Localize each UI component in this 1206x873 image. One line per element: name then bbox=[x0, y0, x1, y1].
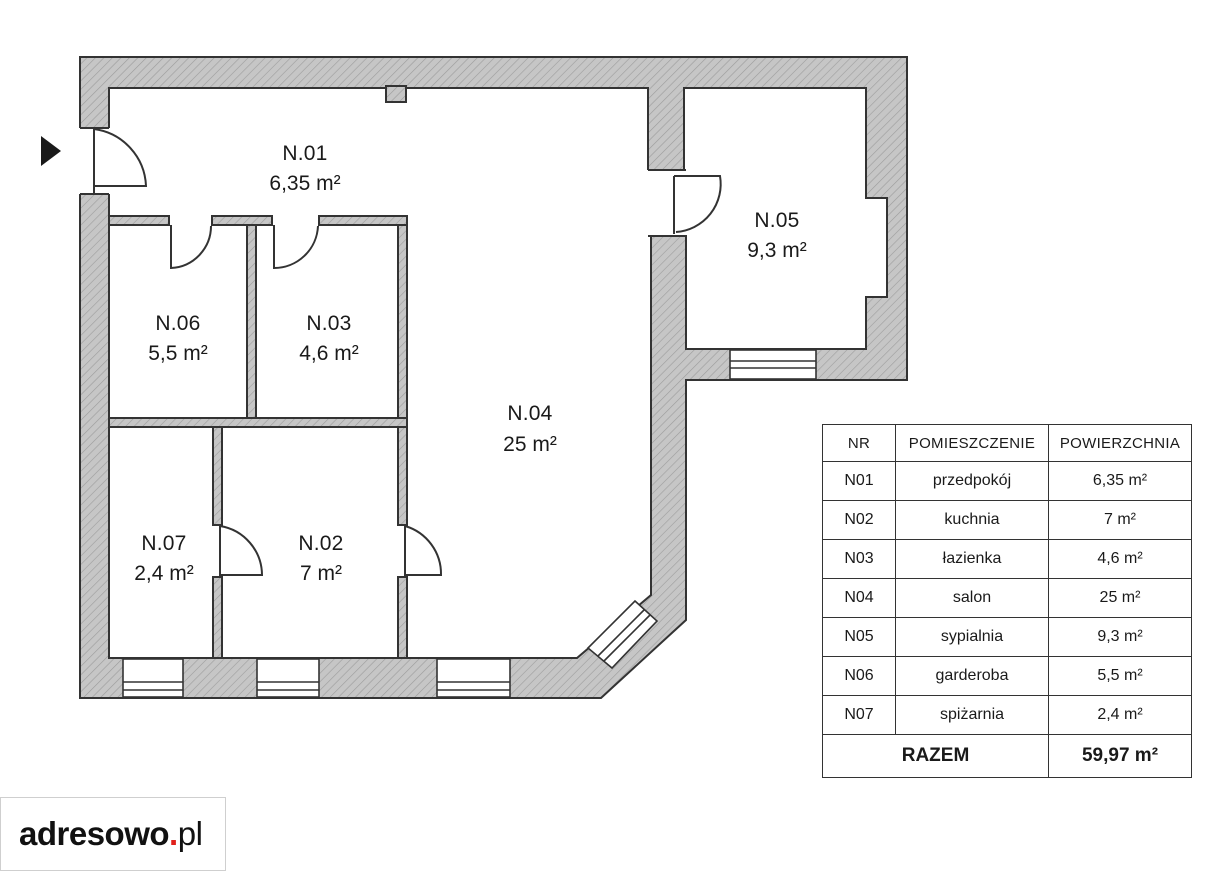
cell-area: 4,6 m² bbox=[1048, 539, 1192, 579]
cell-room: salon bbox=[895, 578, 1049, 618]
logo-tld: pl bbox=[177, 815, 203, 852]
header-room: POMIESZCZENIE bbox=[895, 424, 1049, 462]
room-area: 6,35 m² bbox=[269, 172, 340, 195]
cell-nr: N06 bbox=[822, 656, 896, 696]
room-label-n06: N.06 5,5 m² bbox=[148, 312, 208, 365]
room-area: 4,6 m² bbox=[299, 342, 359, 365]
room-id: N.06 bbox=[155, 312, 200, 335]
table-row: N05 sypialnia 9,3 m² bbox=[822, 617, 1192, 657]
bathroom-door bbox=[273, 225, 319, 270]
total-label: RAZEM bbox=[822, 734, 1049, 778]
cell-area: 9,3 m² bbox=[1048, 617, 1192, 657]
wardrobe-door bbox=[170, 225, 213, 270]
table-row: N07 spiżarnia 2,4 m² bbox=[822, 695, 1192, 735]
cell-area: 5,5 m² bbox=[1048, 656, 1192, 696]
bedroom-door bbox=[673, 175, 722, 234]
cell-area: 6,35 m² bbox=[1048, 461, 1192, 501]
room-id: N.07 bbox=[141, 532, 186, 555]
windows bbox=[122, 349, 817, 698]
entrance-arrow-icon bbox=[41, 136, 61, 166]
room-id: N.04 bbox=[507, 402, 552, 425]
room-id: N.03 bbox=[306, 312, 351, 335]
interior-partitions bbox=[108, 215, 408, 659]
pantry-door bbox=[219, 525, 264, 576]
room-area: 7 m² bbox=[300, 562, 342, 585]
table-row: N01 przedpokój 6,35 m² bbox=[822, 461, 1192, 501]
cell-nr: N05 bbox=[822, 617, 896, 657]
cell-room: spiżarnia bbox=[895, 695, 1049, 735]
room-label-n03: N.03 4,6 m² bbox=[299, 312, 359, 365]
table-header-row: NR POMIESZCZENIE POWIERZCHNIA bbox=[822, 424, 1192, 462]
room-area: 2,4 m² bbox=[134, 562, 194, 585]
logo-dot: . bbox=[169, 815, 178, 852]
room-label-n01: N.01 6,35 m² bbox=[269, 142, 340, 195]
cell-room: łazienka bbox=[895, 539, 1049, 579]
cell-nr: N02 bbox=[822, 500, 896, 540]
room-id: N.02 bbox=[298, 532, 343, 555]
table-row: N02 kuchnia 7 m² bbox=[822, 500, 1192, 540]
cell-nr: N07 bbox=[822, 695, 896, 735]
room-area: 9,3 m² bbox=[747, 239, 807, 262]
room-area: 5,5 m² bbox=[148, 342, 208, 365]
header-area: POWIERZCHNIA bbox=[1048, 424, 1192, 462]
table-row: N03 łazienka 4,6 m² bbox=[822, 539, 1192, 579]
entrance-door bbox=[93, 128, 148, 193]
room-label-n05: N.05 9,3 m² bbox=[747, 209, 807, 262]
cell-room: sypialnia bbox=[895, 617, 1049, 657]
room-label-n04: N.04 25 m² bbox=[503, 402, 557, 456]
cell-room: przedpokój bbox=[895, 461, 1049, 501]
room-label-n02: N.02 7 m² bbox=[298, 532, 343, 585]
table-row: N04 salon 25 m² bbox=[822, 578, 1192, 618]
cell-nr: N01 bbox=[822, 461, 896, 501]
total-value: 59,97 m² bbox=[1048, 734, 1192, 778]
adresowo-logo[interactable]: adresowo.pl bbox=[0, 797, 226, 871]
room-area-table: NR POMIESZCZENIE POWIERZCHNIA N01 przedp… bbox=[822, 424, 1192, 778]
cell-area: 7 m² bbox=[1048, 500, 1192, 540]
cell-area: 25 m² bbox=[1048, 578, 1192, 618]
cell-area: 2,4 m² bbox=[1048, 695, 1192, 735]
cell-nr: N03 bbox=[822, 539, 896, 579]
room-label-n07: N.07 2,4 m² bbox=[134, 532, 194, 585]
table-row: N06 garderoba 5,5 m² bbox=[822, 656, 1192, 696]
cell-room: garderoba bbox=[895, 656, 1049, 696]
room-id: N.05 bbox=[754, 209, 799, 232]
header-nr: NR bbox=[822, 424, 896, 462]
table-total-row: RAZEM 59,97 m² bbox=[822, 734, 1192, 778]
room-id: N.01 bbox=[282, 142, 327, 165]
wall-pillar bbox=[385, 85, 407, 103]
cell-room: kuchnia bbox=[895, 500, 1049, 540]
room-area: 25 m² bbox=[503, 433, 557, 456]
logo-name: adresowo bbox=[19, 815, 170, 852]
cell-nr: N04 bbox=[822, 578, 896, 618]
kitchen-door bbox=[404, 525, 443, 576]
